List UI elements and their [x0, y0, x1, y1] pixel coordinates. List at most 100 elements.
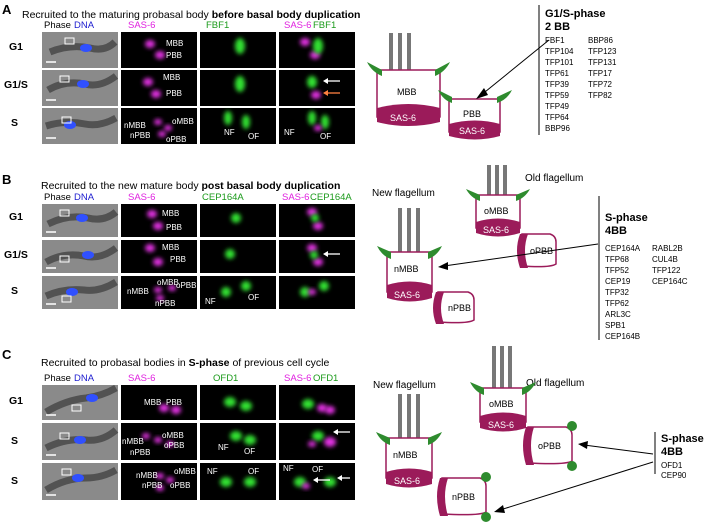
- svg-text:oMBB: oMBB: [172, 117, 194, 126]
- svg-text:nPBB: nPBB: [452, 492, 475, 502]
- micrograph-row: MBB PBB: [42, 204, 355, 237]
- channel-label-phase: Phase: [44, 20, 71, 31]
- channel-label-sas6: SAS-6: [128, 20, 155, 31]
- panel-title: Recruited to probasal bodies in S-phase …: [41, 357, 329, 369]
- svg-text:NF: NF: [205, 297, 216, 306]
- protein-list: S-phase 4BB OFD1 CEP90: [654, 432, 704, 480]
- svg-text:Phase: Phase: [44, 192, 71, 203]
- svg-text:nMBB: nMBB: [136, 471, 158, 480]
- svg-text:PBB: PBB: [170, 255, 186, 264]
- svg-text:ARL3C: ARL3C: [605, 310, 631, 319]
- panel-c: C Recruited to probasal bodies in S-phas…: [2, 346, 704, 522]
- svg-text:TFP62: TFP62: [605, 299, 630, 308]
- svg-text:TFP32: TFP32: [605, 288, 630, 297]
- svg-text:Old flagellum: Old flagellum: [525, 173, 583, 184]
- sas6-image: [121, 70, 197, 106]
- svg-text:nPBB: nPBB: [130, 448, 150, 457]
- channel-label-dna: DNA: [74, 20, 95, 31]
- svg-text:RABL2B: RABL2B: [652, 244, 683, 253]
- sas6-image: [121, 32, 197, 68]
- svg-text:SPB1: SPB1: [605, 321, 626, 330]
- svg-text:4BB: 4BB: [661, 446, 683, 458]
- svg-text:OFD1: OFD1: [313, 373, 338, 384]
- svg-text:PBB: PBB: [166, 89, 182, 98]
- svg-text:oMBB: oMBB: [484, 206, 509, 216]
- svg-text:OF: OF: [312, 465, 323, 474]
- svg-text:TFP64: TFP64: [545, 113, 570, 122]
- basal-body-diagram: MBB SAS-6 PBB SAS-6: [367, 33, 550, 140]
- stage-label: G1: [9, 41, 23, 53]
- svg-text:TFP104: TFP104: [545, 47, 574, 56]
- svg-text:Old flagellum: Old flagellum: [526, 378, 584, 389]
- panel-letter: C: [2, 347, 12, 362]
- svg-text:TFP101: TFP101: [545, 58, 574, 67]
- svg-text:NF: NF: [218, 443, 229, 452]
- svg-text:BBP86: BBP86: [588, 36, 613, 45]
- svg-text:G1/S-phase: G1/S-phase: [545, 8, 606, 20]
- svg-text:FBF1: FBF1: [545, 36, 565, 45]
- svg-text:MBB: MBB: [163, 73, 180, 82]
- svg-text:OF: OF: [248, 293, 259, 302]
- svg-text:TFP82: TFP82: [588, 91, 613, 100]
- svg-text:oPBB: oPBB: [164, 441, 184, 450]
- micrograph-row: oMBB nMBB nPBB oPBB NF OF NF OF: [42, 108, 355, 144]
- marker-image: [200, 108, 276, 144]
- stage-label: G1/S: [4, 79, 28, 91]
- svg-text:oPBB: oPBB: [166, 135, 186, 144]
- svg-text:SAS-6: SAS-6: [284, 373, 311, 384]
- basal-body-diagram: New flagellum Old flagellum oMBB SAS-6 o…: [372, 165, 599, 324]
- basal-body-diagram: New flagellum Old flagellum oMBB SAS-6 o…: [373, 346, 654, 522]
- svg-text:MBB: MBB: [144, 398, 161, 407]
- svg-text:nMBB: nMBB: [394, 264, 419, 274]
- svg-text:New flagellum: New flagellum: [373, 380, 436, 391]
- panel-letter: A: [2, 2, 12, 17]
- svg-text:S-phase: S-phase: [605, 212, 648, 224]
- svg-text:PBB: PBB: [166, 51, 182, 60]
- svg-text:TFP131: TFP131: [588, 58, 617, 67]
- svg-text:CUL4B: CUL4B: [652, 255, 678, 264]
- svg-text:SAS-6: SAS-6: [390, 113, 416, 123]
- micrograph-row: MBB PBB: [42, 70, 355, 106]
- svg-text:PBB: PBB: [166, 398, 182, 407]
- svg-text:SAS-6: SAS-6: [128, 192, 155, 203]
- svg-text:4BB: 4BB: [605, 225, 627, 237]
- svg-text:oPBB: oPBB: [530, 246, 553, 256]
- merge-image: [279, 70, 355, 106]
- svg-text:nPBB: nPBB: [155, 299, 175, 308]
- channel-label-marker: FBF1: [206, 20, 229, 31]
- svg-text:TFP39: TFP39: [545, 80, 570, 89]
- panel-b: B Recruited to the new mature body post …: [2, 165, 688, 341]
- svg-text:New flagellum: New flagellum: [372, 188, 435, 199]
- svg-text:S: S: [11, 475, 18, 487]
- svg-text:TFP49: TFP49: [545, 102, 570, 111]
- micrograph-row: nMBB oMBB nPBB oPBB NF OF NF OF: [42, 463, 355, 500]
- svg-text:SAS-6: SAS-6: [488, 420, 514, 430]
- svg-text:TFP61: TFP61: [545, 69, 570, 78]
- svg-text:MBB: MBB: [162, 243, 179, 252]
- svg-text:nPBB: nPBB: [130, 131, 150, 140]
- svg-text:SAS-6: SAS-6: [128, 373, 155, 384]
- svg-text:OF: OF: [248, 467, 259, 476]
- svg-text:oMBB: oMBB: [157, 278, 179, 287]
- micrograph-row: MBB PBB: [42, 32, 355, 68]
- svg-text:TFP68: TFP68: [605, 255, 630, 264]
- svg-text:CEP164A: CEP164A: [605, 244, 641, 253]
- svg-text:nPBB: nPBB: [142, 481, 162, 490]
- svg-text:TFP17: TFP17: [588, 69, 613, 78]
- svg-text:Phase: Phase: [44, 373, 71, 384]
- svg-text:MBB: MBB: [166, 39, 183, 48]
- panel-letter: B: [2, 172, 11, 187]
- svg-text:OF: OF: [244, 447, 255, 456]
- micrograph-row: MBB PBB: [42, 384, 355, 420]
- svg-text:CEP164A: CEP164A: [310, 192, 352, 203]
- svg-text:MBB: MBB: [162, 209, 179, 218]
- protein-list: G1/S-phase 2 BB FBF1 TFP104 TFP101 TFP61…: [538, 5, 617, 135]
- svg-text:CEP90: CEP90: [661, 471, 687, 480]
- sas6-image: [121, 108, 197, 144]
- micrograph-row: oMBB oPBB nMBB nPBB NF OF: [42, 276, 355, 309]
- svg-text:nPBB: nPBB: [448, 303, 471, 313]
- svg-text:SAS-6: SAS-6: [483, 225, 509, 235]
- svg-text:TFP72: TFP72: [588, 80, 613, 89]
- svg-text:CEP19: CEP19: [605, 277, 631, 286]
